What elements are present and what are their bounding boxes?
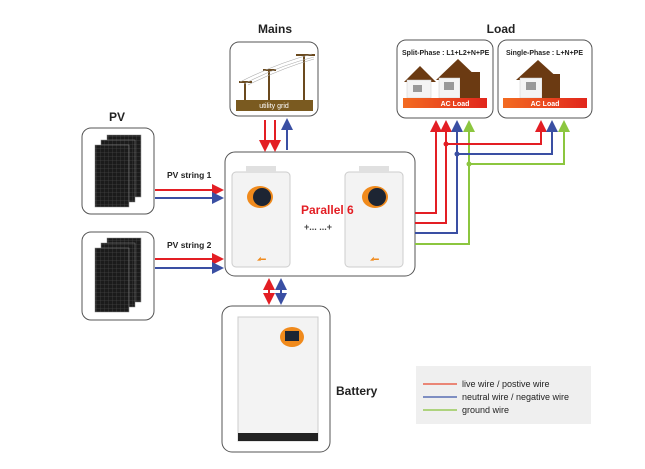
pv-title: PV [109, 110, 125, 124]
single-phase-label: Single-Phase : L+N+PE [506, 50, 583, 57]
load-group: Load Split-Phase : L1+L2+N+PE AC Load Si… [396, 22, 593, 119]
power-lines [239, 53, 315, 86]
house-icon [516, 60, 560, 99]
pv-string-2-label: PV string 2 [167, 240, 212, 250]
mains-group: Mains utility grid [229, 22, 319, 117]
utility-grid-label: utility grid [259, 103, 289, 110]
inverter-unit-2: ◢▬ [344, 166, 404, 268]
ac-load-label: AC Load [531, 101, 560, 108]
ac-load-bar [403, 98, 487, 108]
load-title: Load [487, 22, 516, 36]
mains-title: Mains [258, 22, 292, 36]
parallel-label: Parallel 6 [301, 203, 354, 217]
legend-label-neutral: neutral wire / negative wire [462, 392, 569, 402]
solar-panel-icon [94, 134, 142, 208]
legend-label-ground: ground wire [462, 405, 509, 415]
battery-title: Battery [336, 384, 378, 398]
solar-panel-icon [94, 237, 142, 313]
utility-grid-bar [236, 100, 313, 111]
ac-load-bar [503, 98, 587, 108]
house-icon [404, 59, 480, 99]
battery-cabinet [237, 316, 319, 442]
split-phase-label: Split-Phase : L1+L2+N+PE [402, 50, 490, 57]
inverter-group: ◢▬ ◢▬ Parallel 6 +... ...+ [224, 151, 416, 277]
brand-logo: ◢▬ [257, 256, 266, 262]
inverter-unit-1: ◢▬ [231, 166, 291, 268]
legend-label-live: live wire / postive wire [462, 379, 550, 389]
legend-box [416, 366, 591, 424]
brand-logo: ◢▬ [370, 256, 379, 262]
legend: live wire / postive wire neutral wire / … [416, 366, 591, 424]
wires [155, 118, 570, 305]
ac-load-label: AC Load [441, 101, 470, 108]
mains-box [229, 41, 319, 117]
battery-group: Battery [221, 305, 378, 453]
pv-string-1-label: PV string 1 [167, 170, 212, 180]
parallel-dots: +... ...+ [304, 222, 332, 232]
pv-group: PV PV string 1 PV string 2 [81, 110, 212, 321]
